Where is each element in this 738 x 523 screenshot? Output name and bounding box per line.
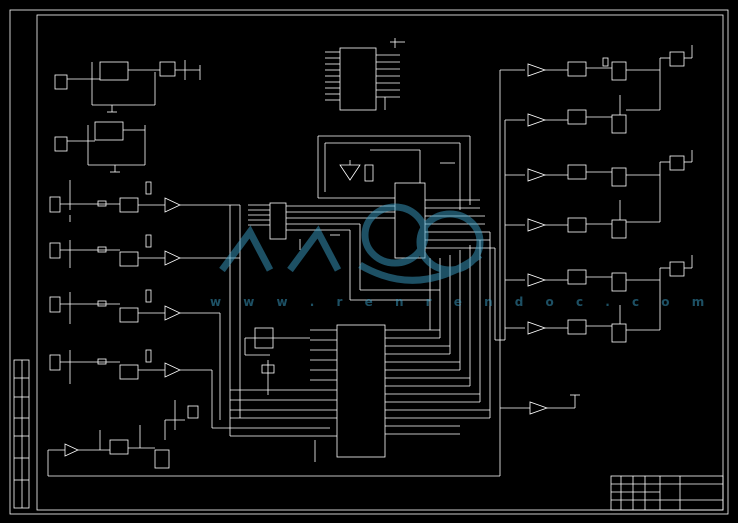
output-driver-4 bbox=[527, 200, 627, 239]
output-driver-3 bbox=[527, 150, 693, 223]
watermark-logo bbox=[219, 203, 484, 284]
watermark-text: w w w . r e n r e n d o c . c o m bbox=[210, 295, 714, 309]
output-driver-7 bbox=[529, 394, 580, 415]
connector-ic bbox=[248, 202, 395, 250]
title-block bbox=[610, 475, 724, 511]
output-driver-6 bbox=[527, 305, 627, 343]
output-driver-1 bbox=[527, 45, 693, 111]
input-channel-3 bbox=[49, 289, 221, 420]
input-channel-2 bbox=[49, 234, 240, 268]
output-driver-5 bbox=[527, 255, 693, 331]
outer-frame bbox=[9, 9, 729, 515]
inner-frame bbox=[36, 14, 724, 511]
input-channel-1 bbox=[49, 180, 240, 222]
main-mcu bbox=[230, 324, 490, 462]
output-driver-2 bbox=[527, 95, 627, 134]
top-ic bbox=[325, 38, 405, 111]
power-module-2 bbox=[54, 121, 146, 173]
input-channel-4 bbox=[49, 349, 330, 429]
bottom-left-channel bbox=[47, 400, 500, 477]
revision-strip bbox=[13, 359, 30, 509]
power-module-1 bbox=[54, 60, 201, 113]
